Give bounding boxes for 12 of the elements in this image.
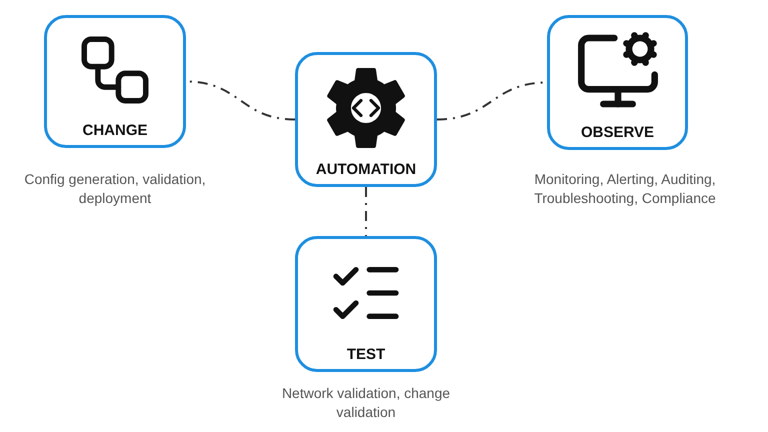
node-title: CHANGE: [82, 122, 148, 141]
node-description: Monitoring, Alerting, Auditing, Troubleshooting, Compliance: [533, 170, 717, 208]
node-title: OBSERVE: [580, 124, 654, 143]
process-box: [547, 15, 688, 150]
process-box: [295, 52, 437, 187]
connector-line: [365, 187, 367, 236]
node-description: Config generation, validation, deployment: [23, 170, 207, 208]
node-description: Network validation, change validation: [280, 384, 452, 422]
node-title: AUTOMATION: [316, 161, 416, 180]
process-box: [295, 236, 437, 372]
process-box: [44, 15, 186, 148]
node-title: TEST: [346, 346, 386, 365]
